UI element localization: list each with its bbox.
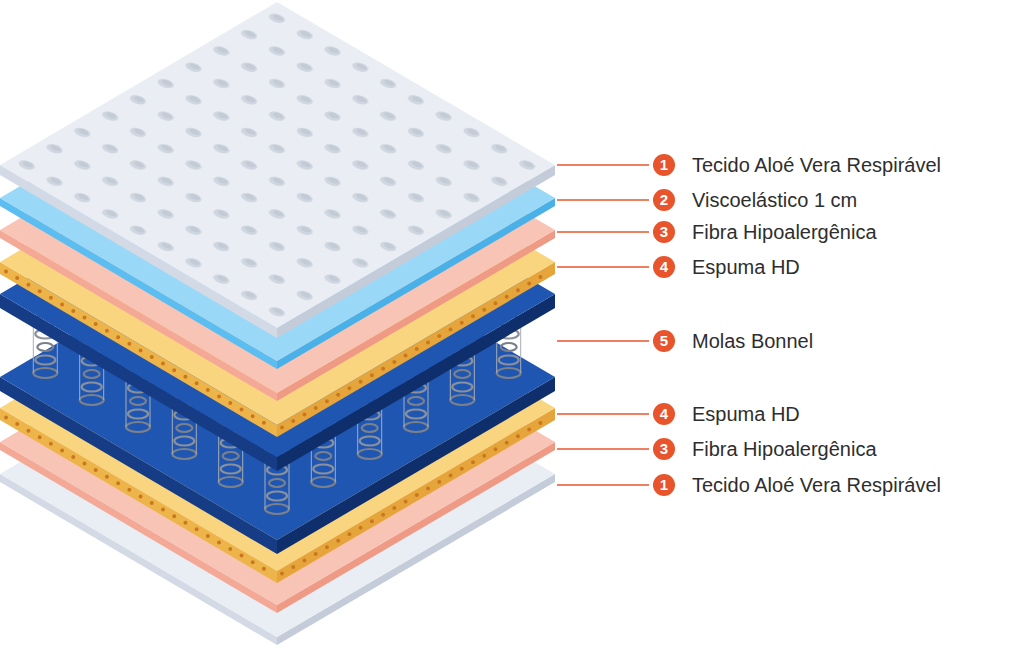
callout-number: 4 (653, 403, 675, 425)
layer-label: Tecido Aloé Vera Respirável (692, 153, 941, 177)
layer-label: Fibra Hipoalergênica (692, 437, 877, 461)
callout-number: 1 (653, 154, 675, 176)
layer-label: Viscoelástico 1 cm (692, 188, 857, 212)
callout-number: 4 (653, 256, 675, 278)
callout-number: 2 (653, 189, 675, 211)
callout-number: 3 (653, 221, 675, 243)
layer-label: Molas Bonnel (692, 329, 813, 353)
fabric-layer (0, 2, 555, 338)
leader-lines (557, 165, 649, 485)
layer-label: Espuma HD (692, 402, 800, 426)
callout-number: 5 (653, 330, 675, 352)
callout-number: 1 (653, 474, 675, 496)
callout-number: 3 (653, 438, 675, 460)
layer-label: Espuma HD (692, 255, 800, 279)
layer-label: Tecido Aloé Vera Respirável (692, 473, 941, 497)
layer-label: Fibra Hipoalergênica (692, 220, 877, 244)
